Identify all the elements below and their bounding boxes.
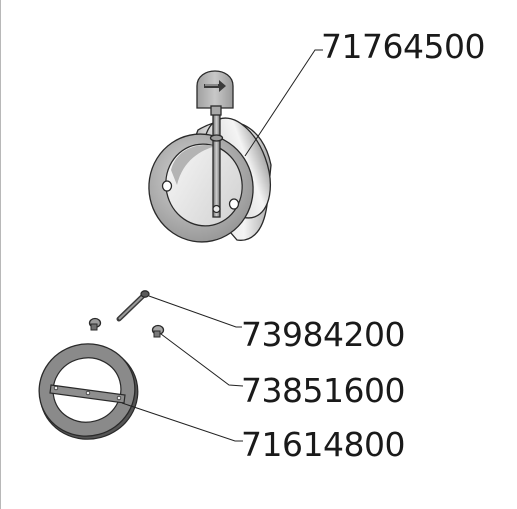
- short-screw: [151, 324, 165, 338]
- leader-line-73851600: [160, 333, 244, 387]
- handle-paddle: [196, 70, 234, 109]
- part-label-71614800: 71614800: [241, 425, 405, 464]
- long-screw: [116, 290, 150, 322]
- leader-line-73984200: [148, 295, 242, 328]
- small-screw-left: [88, 317, 102, 331]
- damper-body: [148, 70, 272, 243]
- handle-neck: [210, 105, 222, 116]
- spindle-rod: [212, 112, 221, 218]
- part-label-73851600: 73851600: [241, 371, 405, 410]
- part-label-73984200: 73984200: [241, 315, 405, 354]
- part-label-71764500: 71764500: [321, 27, 485, 66]
- mounting-hole-right: [228, 198, 240, 210]
- bore-shadow: [171, 145, 216, 185]
- arrow-icon: [204, 80, 226, 92]
- leader-line-71764500: [244, 49, 323, 157]
- long-screw-head: [140, 290, 150, 298]
- damper-blade-ring: [38, 343, 139, 440]
- spindle-collar: [209, 134, 224, 142]
- leader-line-71614800: [121, 402, 243, 442]
- mounting-hole-left: [161, 180, 173, 192]
- spindle-pivot: [212, 204, 221, 214]
